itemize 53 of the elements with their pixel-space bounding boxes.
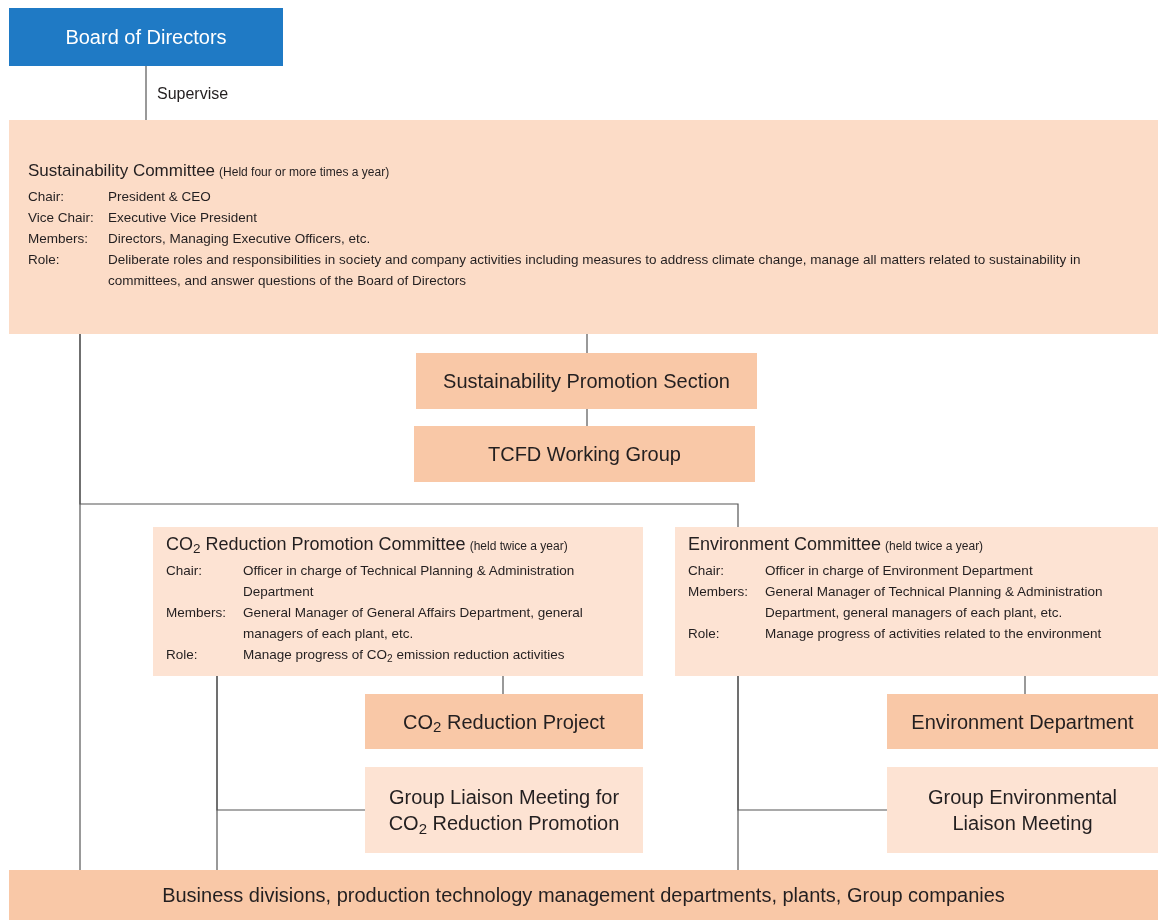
- field-value: Manage progress of CO$_{2}$ emission reduction activities: [243, 646, 566, 665]
- field-label: Vice Chair:: [28, 208, 95, 227]
- field-value: Deliberate roles and responsibilities in society and company activities including measures to address climate change, manage all matters related to sustainability in committees, and answer questions of the Board of Directors: [108, 250, 1082, 290]
- unit-box: [9, 870, 1158, 920]
- field-label: Chair:: [688, 562, 725, 580]
- unit-name: Sustainability Promotion Section: [443, 369, 730, 394]
- committee-box: [675, 527, 1158, 676]
- meeting-frequency-note: (held twice a year): [885, 538, 984, 555]
- field-value: Executive Vice President: [108, 208, 259, 227]
- committee-title: CO$_{2}$ Reduction Promotion Committee: [166, 533, 466, 558]
- field-value: Officer in charge of Technical Planning & Administration Department: [243, 562, 576, 601]
- field-value: President & CEO: [108, 187, 212, 206]
- unit-name: Business divisions, production technology management departments, plants, Group companies: [162, 883, 1005, 908]
- unit-box: [365, 694, 643, 749]
- field-label: Role:: [688, 625, 721, 643]
- unit-name: Group Environmental Liaison Meeting: [927, 785, 1118, 836]
- connector-line: [216, 675, 218, 871]
- field-label: Members:: [688, 583, 749, 601]
- connector-line: [502, 675, 504, 695]
- field-value: Directors, Managing Executive Officers, etc.: [108, 229, 372, 248]
- unit-box: [365, 767, 643, 853]
- connector-line: [1024, 675, 1026, 695]
- field-label: Role:: [166, 646, 199, 664]
- committee-title: Sustainability Committee: [28, 160, 216, 182]
- unit-name: Board of Directors: [65, 25, 227, 50]
- field-label: Members:: [28, 229, 89, 248]
- field-value: Manage progress of activities related to the environment: [765, 625, 1103, 643]
- field-value: General Manager of General Affairs Department, general managers of each plant, etc.: [243, 604, 584, 643]
- field-label: Role:: [28, 250, 61, 269]
- unit-name: Environment Department: [911, 709, 1134, 735]
- field-value: General Manager of Technical Planning & Administration Department, general managers of each plant, etc.: [765, 583, 1104, 622]
- field-label: Chair:: [166, 562, 203, 580]
- connector-line: [79, 333, 739, 528]
- unit-name: Group Liaison Meeting for CO$_{2}$ Reduction Promotion: [387, 785, 621, 836]
- meeting-frequency-note: (held twice a year): [469, 538, 568, 555]
- committee-box: [153, 527, 643, 676]
- unit-box: [414, 426, 755, 482]
- unit-box: [416, 353, 757, 409]
- unit-name: TCFD Working Group: [488, 442, 681, 467]
- connector-line: [586, 333, 588, 354]
- connector-line: [145, 65, 147, 121]
- meeting-frequency-note: (Held four or more times a year): [219, 164, 390, 181]
- connector-line: [586, 408, 588, 427]
- field-label: Members:: [166, 604, 227, 622]
- field-value: Officer in charge of Environment Department: [765, 562, 1034, 580]
- connector-line: [737, 675, 739, 871]
- unit-name: CO$_{2}$ Reduction Project: [403, 709, 605, 735]
- unit-box: [887, 767, 1158, 853]
- field-label: Chair:: [28, 187, 65, 206]
- committee-box: [9, 120, 1158, 334]
- board-box: [9, 8, 283, 66]
- unit-box: [887, 694, 1158, 749]
- committee-title: Environment Committee: [688, 533, 882, 556]
